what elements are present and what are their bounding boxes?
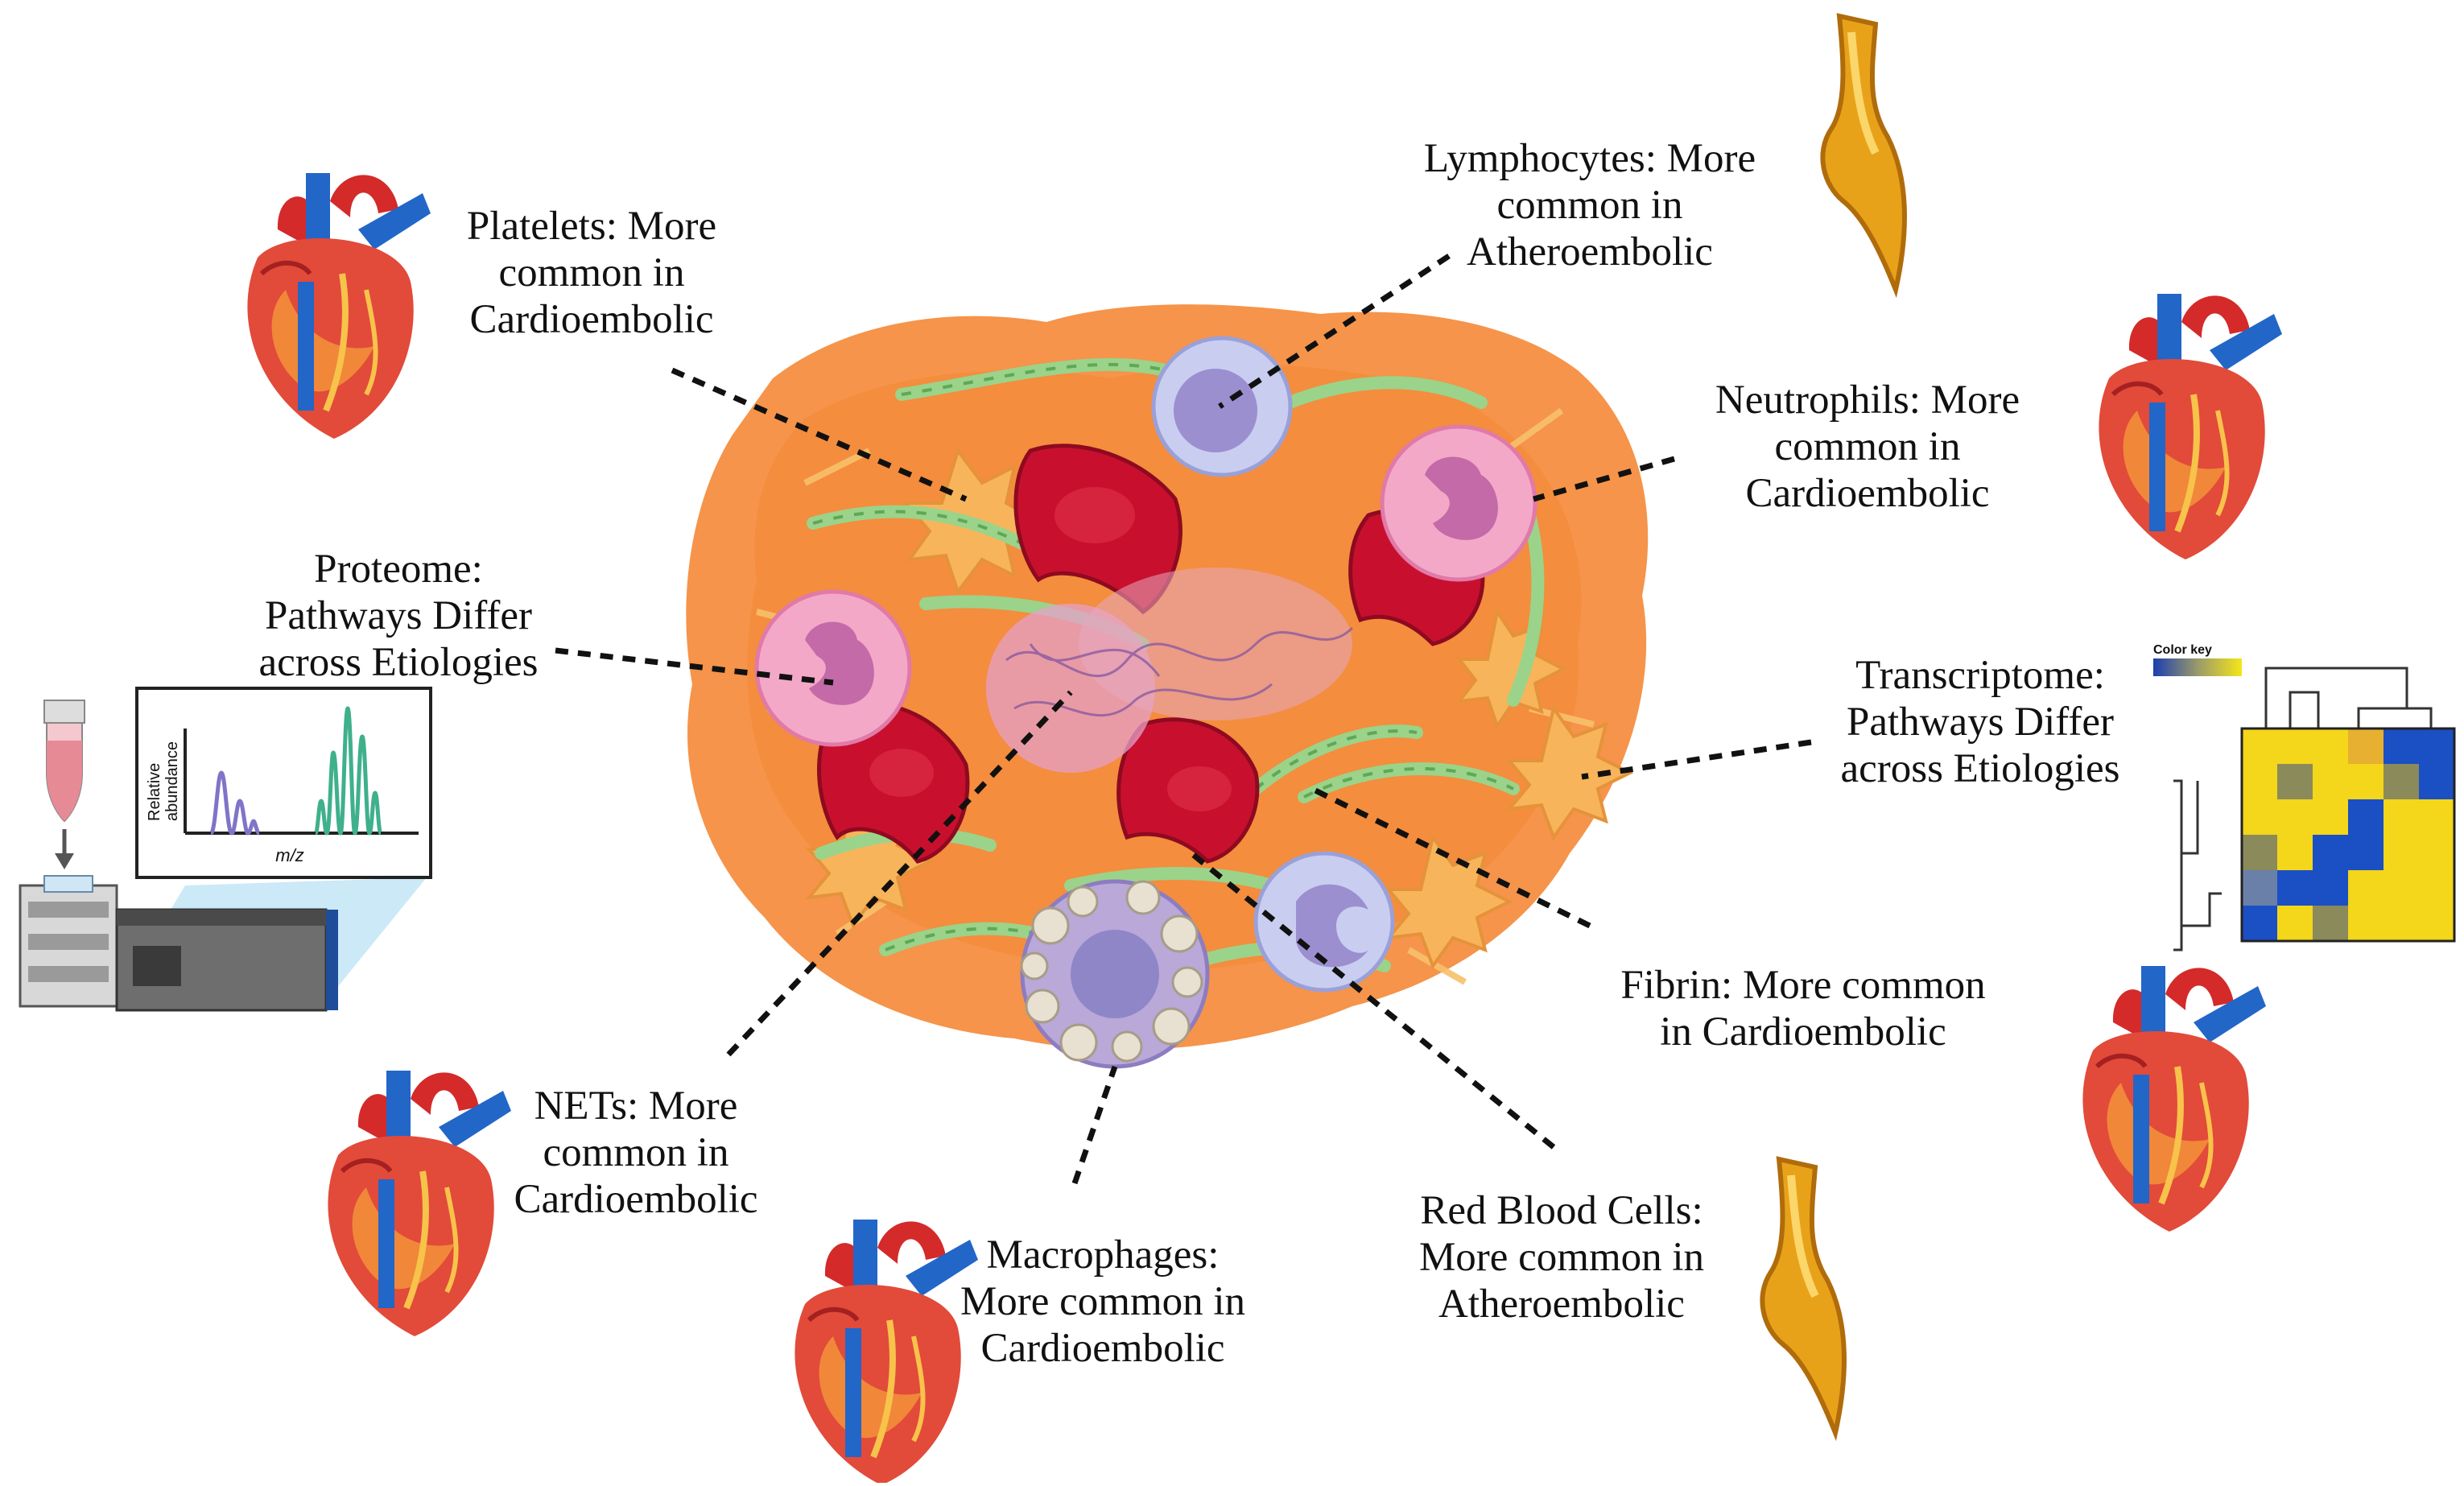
heatmap-cell <box>2313 870 2348 906</box>
heatmap-cell <box>2419 764 2454 799</box>
heatmap-cell <box>2242 870 2277 906</box>
heatmap-cell <box>2277 729 2313 764</box>
heart-icon <box>2099 294 2282 559</box>
label-fibrin: Fibrin: More common in Cardioembolic <box>1578 962 2029 1055</box>
heatmap-cell <box>2242 764 2277 799</box>
color-key-label: Color key <box>2153 643 2212 657</box>
label-line: NETs: More <box>534 1084 738 1129</box>
label-line: Macrophages: <box>986 1232 1220 1278</box>
label-line: common in <box>1496 183 1683 228</box>
ms-xlabel: m/z <box>275 845 303 865</box>
heatmap-cell <box>2419 835 2454 870</box>
label-line: Platelets: More <box>466 204 717 249</box>
heatmap-cell <box>2313 799 2348 835</box>
heatmap-icon: Color key <box>2153 643 2433 951</box>
label-transcriptome: Transcriptome: Pathways Differ across Et… <box>1803 652 2157 792</box>
artery-icon <box>1762 1159 1844 1433</box>
label-line: Proteome: <box>314 547 483 592</box>
heatmap-cell <box>2384 764 2419 799</box>
label-line: Pathways Differ <box>1847 700 2114 745</box>
label-line: Cardioembolic <box>514 1177 758 1222</box>
label-line: Lymphocytes: More <box>1423 136 1756 181</box>
label-line: common in <box>543 1130 729 1175</box>
heatmap-cell <box>2348 799 2384 835</box>
label-line: More common in <box>1418 1235 1705 1280</box>
heatmap-cell <box>2313 764 2348 799</box>
label-line: Pathways Differ <box>265 593 532 638</box>
label-line: Atheroembolic <box>1467 229 1713 274</box>
heatmap-cell <box>2384 906 2419 941</box>
heatmap-cell <box>2348 835 2384 870</box>
heatmap-cell <box>2277 835 2313 870</box>
heart-icon <box>247 173 431 439</box>
heatmap-grid <box>2240 727 2456 943</box>
label-line: in Cardioembolic <box>1660 1009 1946 1055</box>
heatmap-cell <box>2419 729 2454 764</box>
label-neutrophils: Neutrophils: More common in Cardioemboli… <box>1658 377 2077 517</box>
label-lymphocytes: Lymphocytes: More common in Atheroemboli… <box>1376 135 1803 275</box>
heatmap-frame <box>2240 727 2456 943</box>
label-line: Neutrophils: More <box>1715 378 2020 423</box>
label-line: across Etiologies <box>1840 746 2120 791</box>
heatmap-cell <box>2277 799 2313 835</box>
label-line: across Etiologies <box>258 640 539 685</box>
label-line: Red Blood Cells: <box>1420 1188 1703 1233</box>
heatmap-cell <box>2384 870 2419 906</box>
heatmap-cell <box>2384 835 2419 870</box>
heatmap-cell <box>2348 729 2384 764</box>
label-macrophages: Macrophages: More common in Cardioemboli… <box>926 1232 1280 1372</box>
label-platelets: Platelets: More common in Cardioembolic <box>419 203 765 343</box>
heatmap-cell <box>2277 870 2313 906</box>
label-line: Fibrin: More common <box>1620 963 1986 1008</box>
label-line: Cardioembolic <box>469 297 714 342</box>
label-line: Cardioembolic <box>980 1326 1225 1371</box>
heatmap-cell <box>2242 729 2277 764</box>
heatmap-cell <box>2384 729 2419 764</box>
heatmap-cell <box>2277 906 2313 941</box>
label-nets: NETs: More common in Cardioembolic <box>475 1083 797 1223</box>
label-line: common in <box>1774 424 1961 469</box>
heatmap-cell <box>2348 870 2384 906</box>
heatmap-cell <box>2313 835 2348 870</box>
heatmap-cell <box>2384 799 2419 835</box>
label-line: common in <box>498 250 685 295</box>
heatmap-cell <box>2419 870 2454 906</box>
leader-lines <box>555 254 1812 1185</box>
heatmap-cell <box>2419 906 2454 941</box>
heatmap-cell <box>2313 729 2348 764</box>
label-rbc: Red Blood Cells: More common in Atheroem… <box>1385 1187 1739 1327</box>
clot-illustration <box>686 304 1649 1069</box>
heatmap-cell <box>2242 799 2277 835</box>
heatmap-cell <box>2242 906 2277 941</box>
label-line: Cardioembolic <box>1745 471 1990 516</box>
heatmap-cell <box>2348 764 2384 799</box>
ms-ylabel-1: Relative <box>146 763 163 821</box>
test-tube-icon <box>43 700 85 869</box>
heatmap-cell <box>2242 835 2277 870</box>
heatmap-cell <box>2313 906 2348 941</box>
ms-ylabel-2: abundance <box>163 741 181 821</box>
artery-icon <box>1822 16 1905 290</box>
label-line: Atheroembolic <box>1438 1282 1685 1327</box>
label-line: Transcriptome: <box>1855 653 2105 698</box>
heatmap-cell <box>2419 799 2454 835</box>
heatmap-cell <box>2277 764 2313 799</box>
label-line: More common in <box>960 1279 1246 1324</box>
heatmap-cell <box>2348 906 2384 941</box>
heart-icon <box>2082 966 2266 1232</box>
label-proteome: Proteome: Pathways Differ across Etiolog… <box>225 546 572 686</box>
mass-spectrometer-icon: Relative abundance m/z <box>19 687 432 1012</box>
